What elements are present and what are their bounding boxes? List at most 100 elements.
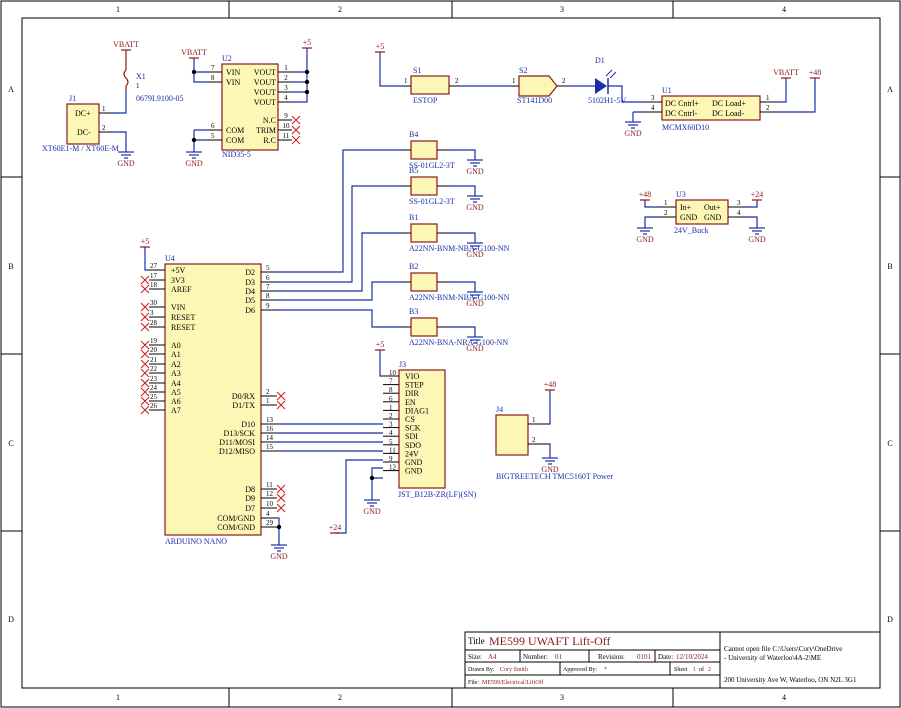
ground-symbol: GND bbox=[466, 159, 484, 176]
col-label: 3 bbox=[560, 693, 564, 702]
sheet-value: 1 bbox=[693, 667, 696, 673]
power-net-label: +5 bbox=[141, 237, 150, 246]
u3-pin-number: 3 bbox=[737, 199, 741, 207]
button-name: A22NN-BNA-NRA-G100-NN bbox=[409, 338, 508, 347]
u1-pin-number: 1 bbox=[766, 94, 770, 102]
j3-pin-label: SDI bbox=[405, 432, 418, 441]
ground-label: GND bbox=[185, 159, 203, 168]
j3-pin-label: GND bbox=[405, 458, 423, 467]
u4-pin-number: 22 bbox=[150, 365, 158, 373]
u3-pin-label: In+ bbox=[680, 203, 692, 212]
j1-ref: J1 bbox=[69, 94, 76, 103]
power-net-label: +48 bbox=[809, 68, 822, 77]
revision-value: 0101 bbox=[637, 653, 652, 661]
u1-pin-number: 4 bbox=[651, 104, 655, 112]
u4-pin-number: 5 bbox=[266, 264, 270, 272]
u4-pin-label: D11/MOSI bbox=[219, 438, 255, 447]
s1-name: ESTOP bbox=[413, 96, 438, 105]
j3-pin-number: 11 bbox=[389, 446, 396, 454]
button-name: A22NN-BNM-NBA-G100-NN bbox=[409, 244, 510, 253]
u4-pin-number: 18 bbox=[150, 281, 158, 289]
no-connect-marker bbox=[140, 275, 150, 285]
u4-pin-label: D3 bbox=[245, 278, 255, 287]
number-label: Number: bbox=[523, 653, 548, 661]
u4-pin-number: 1 bbox=[266, 397, 270, 405]
u4-pin-number: 26 bbox=[150, 402, 158, 410]
row-label: A bbox=[887, 85, 893, 94]
j3-pin-number: 7 bbox=[389, 378, 393, 386]
ground-label: GND bbox=[541, 465, 559, 474]
no-connect-marker bbox=[291, 115, 301, 125]
s2-switch: S2 ST141D00 1 2 bbox=[511, 66, 567, 105]
button-name: A22NN-BNM-NBA-G100-NN bbox=[409, 293, 510, 302]
u1-name: MCMX60D10 bbox=[662, 123, 709, 132]
button-group: B4SS-01GL2-3TB5SS-01GL2-3TB1A22NN-BNM-NB… bbox=[403, 130, 510, 347]
j3-pin-label: VIO bbox=[405, 372, 419, 381]
j3-pin-number: 8 bbox=[389, 386, 393, 394]
ground-label: GND bbox=[466, 250, 484, 259]
ground-label: GND bbox=[466, 299, 484, 308]
u4-ref: U4 bbox=[165, 254, 175, 263]
no-connect-marker bbox=[276, 493, 286, 503]
power-net-label: VBATT bbox=[113, 40, 139, 49]
u2-ref: U2 bbox=[222, 54, 232, 63]
power-port: +48 bbox=[639, 190, 651, 201]
ground-symbol: GND bbox=[624, 121, 642, 138]
drawn-label: Drawn By: bbox=[468, 667, 495, 673]
sheets-value: 2 bbox=[708, 667, 711, 673]
junction-dots bbox=[191, 69, 375, 530]
col-label: 3 bbox=[560, 5, 564, 14]
u2-pin-number: 9 bbox=[284, 112, 288, 120]
no-connect-marker bbox=[291, 125, 301, 135]
j3-name: JST_B12B-ZR(LF)(SN) bbox=[398, 490, 477, 499]
approved-label: Approved By: bbox=[563, 667, 597, 673]
u2-pin-label: COM bbox=[226, 136, 244, 145]
button-ref: B3 bbox=[409, 307, 418, 316]
u3-buck: U3 24V_Buck In+ GND Out+ GND 1 2 3 4 bbox=[660, 190, 744, 235]
logo-error-message: Cannot open file C:\Users\Cory\OneDrive-… bbox=[724, 645, 842, 662]
ground-label: GND bbox=[466, 167, 484, 176]
u3-pin-number: 2 bbox=[664, 209, 668, 217]
u4-pin-label: A4 bbox=[171, 379, 181, 388]
u4-pin-label: AREF bbox=[171, 285, 192, 294]
power-port: VBATT bbox=[181, 48, 207, 59]
u4-pin-label: RESET bbox=[171, 323, 196, 332]
power-net-label: +5 bbox=[376, 42, 385, 51]
ground-label: GND bbox=[748, 235, 766, 244]
no-connect-marker bbox=[276, 503, 286, 513]
power-port: +5 bbox=[375, 42, 385, 53]
no-connect-marker bbox=[140, 349, 150, 359]
row-label: B bbox=[887, 262, 892, 271]
ground-symbol: GND bbox=[185, 151, 203, 168]
no-connect-marker bbox=[276, 391, 286, 401]
u4-name: ARDUINO NANO bbox=[165, 537, 227, 546]
date-value: 12/10/2024 bbox=[676, 653, 708, 661]
power-net-label: +48 bbox=[544, 380, 557, 389]
j4-ref: J4 bbox=[496, 405, 503, 414]
sheet-label: Sheet bbox=[674, 667, 688, 673]
u4-pin-label: A0 bbox=[171, 341, 181, 350]
u4-pin-label: RESET bbox=[171, 313, 196, 322]
u2-pin-label: VOUT bbox=[254, 78, 276, 87]
u2-pin-number: 2 bbox=[284, 74, 288, 82]
u4-pin-number: 16 bbox=[266, 425, 274, 433]
u4-pin-label: COM/GND bbox=[217, 514, 255, 523]
j3-pin-label: EN bbox=[405, 398, 416, 407]
ground-label: GND bbox=[466, 203, 484, 212]
power-net-label: +5 bbox=[303, 38, 312, 47]
j3-pin-number: 6 bbox=[389, 395, 393, 403]
j3-pin-label: GND bbox=[405, 467, 423, 476]
u4-pin-number: 25 bbox=[150, 393, 158, 401]
j1-pin-number: 2 bbox=[102, 124, 106, 132]
u4-pin-label: VIN bbox=[171, 303, 185, 312]
ground-symbol: GND bbox=[117, 151, 135, 168]
u3-pin-label: Out+ bbox=[704, 203, 721, 212]
u3-pin-label: GND bbox=[680, 213, 698, 222]
u4-pin-number: 14 bbox=[266, 434, 274, 442]
number-value: 01 bbox=[555, 653, 563, 661]
